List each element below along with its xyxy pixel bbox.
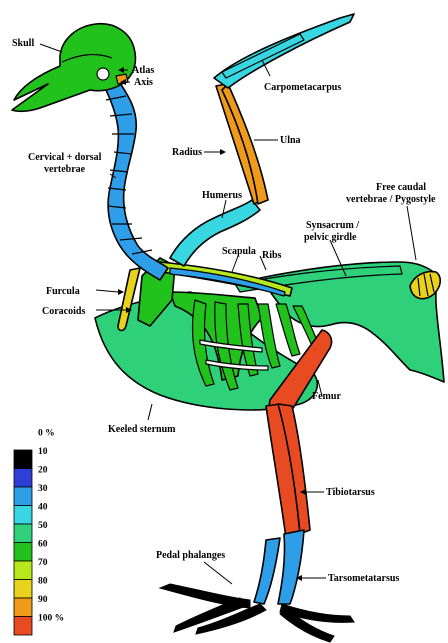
ulna: [222, 84, 268, 204]
cervical-vertebrae: [104, 80, 168, 280]
label-caudal-1: Free caudal: [376, 182, 426, 193]
legend-label: 70: [38, 558, 48, 568]
legend-swatch: [14, 524, 32, 543]
label-femur: Femur: [312, 391, 341, 402]
legend-label: 80: [38, 577, 48, 587]
label-atlas: Atlas: [132, 65, 154, 76]
legend-label: 30: [38, 484, 48, 494]
label-cervical-2: vertebrae: [44, 164, 86, 175]
label-axis: Axis: [134, 77, 153, 88]
label-skull: Skull: [12, 38, 34, 49]
legend-swatch: [14, 487, 32, 506]
color-scale-legend: 0 % 10 20 30 40 50 60 70 80 90 100 %: [14, 429, 64, 636]
legend-label: 40: [38, 503, 48, 513]
legend-label: 0 %: [38, 429, 55, 439]
legend-swatch: [14, 580, 32, 599]
legend-swatch: [14, 469, 32, 488]
label-carpometacarpus: Carpometacarpus: [264, 82, 341, 93]
label-synsacrum-2: pelvic girdle: [304, 232, 357, 243]
carpometacarpus: [214, 14, 354, 88]
legend-swatch: [14, 506, 32, 525]
label-scapula: Scapula: [222, 246, 256, 257]
label-ulna: Ulna: [280, 135, 301, 146]
label-synsacrum-1: Synsacrum /: [306, 220, 359, 231]
label-coracoids: Coracoids: [42, 306, 85, 317]
legend-label: 10: [38, 447, 48, 457]
legend-swatch: [14, 450, 32, 469]
legend-swatch: [14, 543, 32, 562]
legend-label: 50: [38, 521, 48, 531]
legend-swatch: [14, 617, 32, 636]
label-pedal-phalanges: Pedal phalanges: [156, 550, 225, 561]
label-tarsometatarsus: Tarsometatarsus: [328, 573, 399, 584]
legend-label: 100 %: [38, 614, 64, 624]
label-keeled-sternum: Keeled sternum: [108, 424, 176, 435]
label-cervical-1: Cervical + dorsal: [28, 152, 102, 163]
label-ribs: Ribs: [262, 250, 282, 261]
eye-orbit: [97, 68, 109, 80]
legend-swatch: [14, 561, 32, 580]
label-caudal-2: vertebrae / Pygostyle: [346, 194, 436, 205]
legend-label: 90: [38, 595, 48, 605]
label-radius: Radius: [172, 147, 202, 158]
legend-label: 20: [38, 466, 48, 476]
label-furcula: Furcula: [46, 286, 80, 297]
label-tibiotarsus: Tibiotarsus: [326, 487, 375, 498]
legend-swatch: [14, 598, 32, 617]
legend-label: 60: [38, 540, 48, 550]
tarsometatarsus: [278, 530, 304, 604]
label-humerus: Humerus: [202, 190, 242, 201]
